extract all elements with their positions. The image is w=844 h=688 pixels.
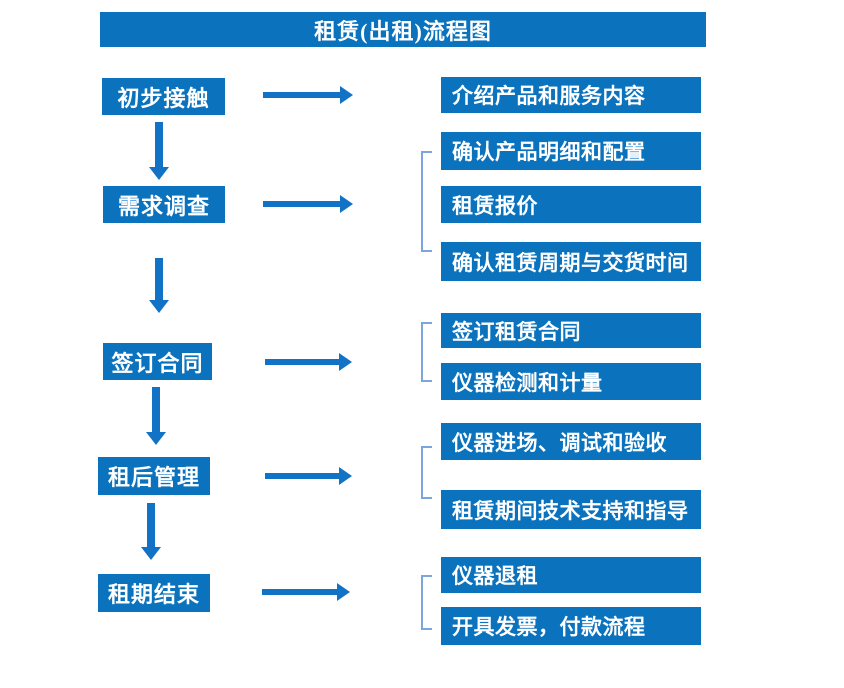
arrow-shaft: [155, 258, 163, 301]
bracket-group-3: [421, 322, 432, 382]
detail-box-sign-rental-contract: 签订租赁合同: [441, 313, 701, 348]
flow-arrow-3: [265, 353, 352, 371]
down-arrow-2: [149, 258, 169, 313]
detail-box-instrument-setup-acceptance: 仪器进场、调试和验收: [441, 423, 701, 460]
detail-box-tech-support: 租赁期间技术支持和指导: [441, 490, 701, 529]
arrow-shaft: [155, 122, 163, 168]
bracket-group-2: [421, 151, 432, 252]
arrow-head: [337, 583, 350, 601]
bracket-group-5: [421, 575, 432, 630]
arrow-shaft: [263, 92, 341, 98]
step-box-rental-end: 租期结束: [98, 574, 210, 612]
page-title: 租赁(出租)流程图: [314, 18, 492, 44]
arrow-shaft: [262, 589, 338, 595]
bracket-group-4: [421, 446, 432, 499]
arrow-shaft: [147, 503, 155, 548]
arrow-head: [339, 353, 352, 371]
step-box-post-rental-management: 租后管理: [98, 457, 210, 495]
down-arrow-3: [146, 387, 166, 445]
arrow-head: [340, 195, 353, 213]
arrow-shaft: [152, 387, 160, 433]
arrow-head: [339, 467, 352, 485]
down-arrow-4: [141, 503, 161, 560]
flow-arrow-5: [262, 583, 350, 601]
detail-box-confirm-product-config: 确认产品明细和配置: [441, 132, 701, 170]
arrow-head: [141, 547, 161, 560]
detail-box-invoice-payment: 开具发票，付款流程: [441, 607, 701, 645]
arrow-head: [149, 300, 169, 313]
flow-arrow-1: [263, 86, 353, 104]
arrow-head: [149, 167, 169, 180]
arrow-head: [340, 86, 353, 104]
down-arrow-1: [149, 122, 169, 180]
detail-box-confirm-period-delivery: 确认租赁周期与交货时间: [441, 242, 701, 281]
title-bar: 租赁(出租)流程图: [100, 12, 706, 47]
arrow-shaft: [263, 201, 341, 207]
detail-box-introduce-products: 介绍产品和服务内容: [441, 77, 701, 113]
detail-box-rental-quote: 租赁报价: [441, 186, 701, 223]
flow-arrow-2: [263, 195, 353, 213]
detail-box-instrument-return: 仪器退租: [441, 557, 701, 593]
step-box-initial-contact: 初步接触: [102, 78, 225, 115]
arrow-head: [146, 432, 166, 445]
step-box-demand-survey: 需求调查: [103, 186, 225, 223]
arrow-shaft: [265, 473, 340, 479]
detail-box-instrument-testing: 仪器检测和计量: [441, 363, 701, 400]
step-box-sign-contract: 签订合同: [103, 343, 212, 380]
arrow-shaft: [265, 359, 340, 365]
flow-arrow-4: [265, 467, 352, 485]
